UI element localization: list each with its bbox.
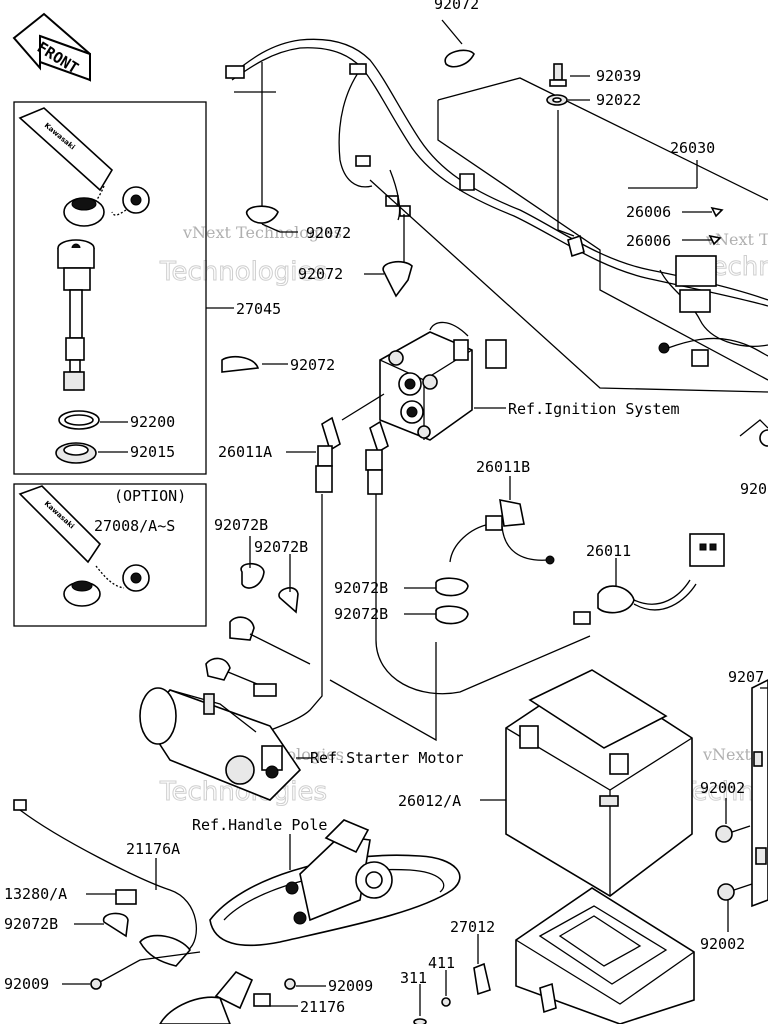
bracket-small-icon [139,934,192,967]
part-label: 92072B [334,579,388,597]
key-icon: Kawasaki [18,107,150,227]
ref-label: Ref.Handle Pole [192,816,327,834]
part-label: 26012/A [398,792,461,810]
cable-26011b-icon [449,498,555,565]
ref-label: Ref.Starter Motor [310,749,464,767]
part-label: 26006 [626,203,671,221]
ignition-switch-icon [57,239,95,391]
part-label: 92009 [328,977,373,995]
watermark-text: Technologies [159,257,327,287]
part-label: 92200 [130,413,175,431]
part-label: 92072 [306,224,351,242]
part-label: 92072 [298,265,343,283]
part-label: 26030 [670,139,715,157]
part-label: 92039 [596,67,641,85]
part-label: 26011 [586,542,631,560]
part-label: 92072B [214,516,268,534]
cable-21176a-icon [13,799,198,951]
washer-92022-icon [546,94,568,106]
option-key-icon: Kawasaki [18,485,150,607]
handle-pole-icon [209,819,461,947]
part-label: 411 [428,954,455,972]
part-label: 92072 [434,0,479,13]
part-label: 26011A [218,443,272,461]
part-label: 92020 [740,480,768,498]
part-label: 311 [400,969,427,987]
bracket-icon [751,679,768,908]
part-label: 92002 [700,779,745,797]
clamp-92072-icon [221,205,413,373]
watermark-text: vNext Technologies [705,230,768,249]
clip-26006-icon [708,206,724,246]
screw-92009-icon [90,978,296,990]
front-arrow-icon: FRONT [12,12,91,82]
part-label: 92072B [4,915,58,933]
part-label: 13280/A [4,885,67,903]
bolt-92002-icon [715,825,753,901]
cable-26011-icon [573,533,725,625]
battery-icon [505,669,693,897]
watermark-text: vNext Technologies [182,223,342,242]
part-label: 21176 [300,998,345,1016]
option-key-box [13,483,207,627]
main-harness-icon [225,38,768,367]
ignition-switch-box [13,101,207,475]
part-label: 27012 [450,918,495,936]
part-label: 9207 [728,668,764,686]
battery-case-icon [515,887,695,1024]
part-label: 26006 [626,232,671,250]
part-label: 26011B [476,458,530,476]
part-label: 27045 [236,300,281,318]
clamp-92072b-icon [103,912,129,938]
cable-21176-icon [159,971,271,1024]
ref-label: Ref.Ignition System [508,400,680,418]
part-label: 92072B [254,538,308,556]
part-label: 92072B [334,605,388,623]
starter-relay-icon [379,321,507,441]
part-label: 92002 [700,935,745,953]
screw-92039-icon [549,63,567,87]
part-label: 92009 [4,975,49,993]
small-parts-icon [413,962,557,1024]
option-title: (OPTION) [114,487,186,505]
battery-cable-icon [315,416,389,495]
nut-92015-icon [55,442,97,464]
part-label: 92015 [130,443,175,461]
clamp-92072b-icon [240,562,469,625]
starter-motor-icon [139,616,311,801]
washer-92200-icon [58,410,100,430]
part-label: 92072 [290,356,335,374]
part-label: 27008/A~S [94,517,175,535]
part-label: 21176A [126,840,180,858]
part-label: 92022 [596,91,641,109]
clamp-92072-icon [444,49,475,68]
